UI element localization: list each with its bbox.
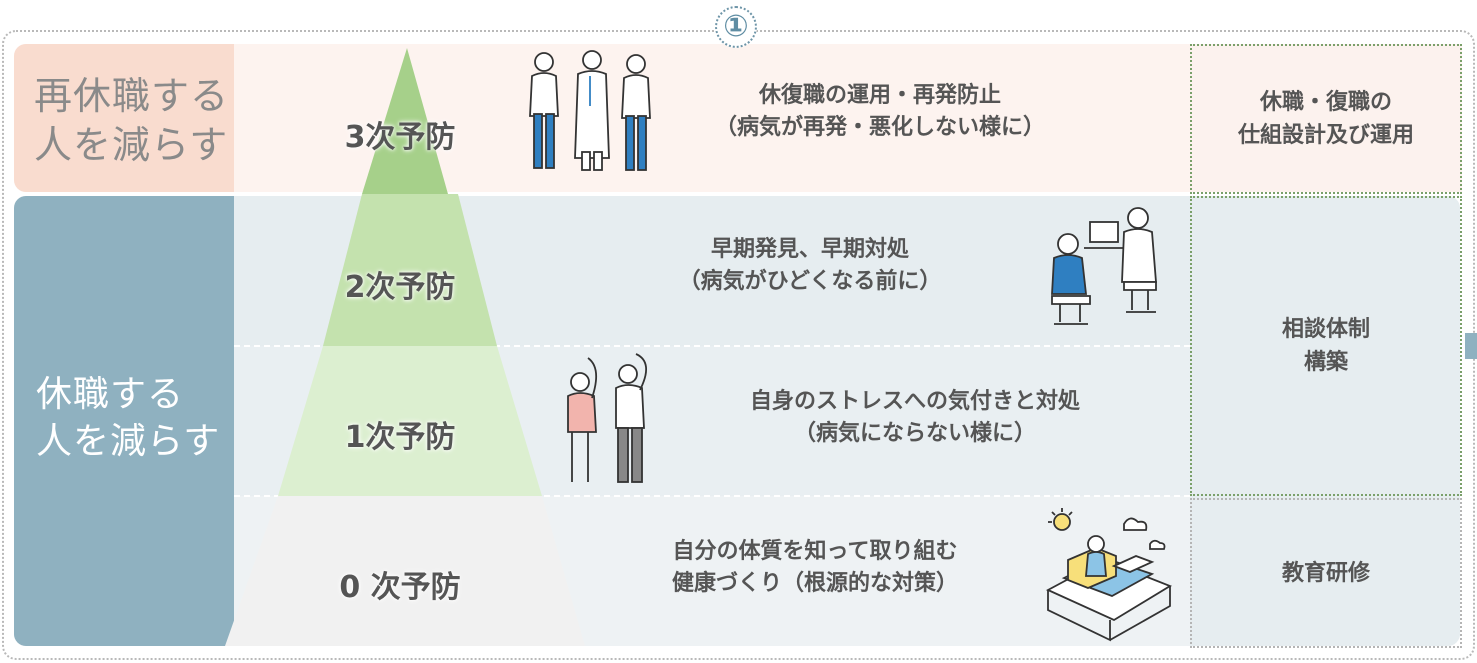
doctor-consultation-icon: [1051, 207, 1157, 325]
right-cell-training: 教育研修: [1190, 498, 1462, 648]
row-divider: [234, 345, 1190, 347]
relaxing-room-icon: [1045, 508, 1173, 642]
level-3-description: 休復職の運用・再発防止 （病気が再発・悪化しない様に）: [714, 83, 1045, 140]
level-1-label: 1次予防: [344, 420, 456, 455]
tertiary-section-label: 再休職する 人を減らす: [34, 74, 230, 168]
prevention-pyramid: [225, 48, 585, 646]
primary-section-label: 休職する 人を減らす: [36, 374, 221, 462]
right-top-bg: [1190, 44, 1462, 192]
side-tab: [1465, 333, 1477, 359]
row-divider: [234, 495, 1190, 497]
stretching-people-icon: [567, 353, 647, 483]
right-cell-return-to-work: 休職・復職の 仕組設計及び運用: [1190, 44, 1462, 194]
secondary-label-bg: [14, 196, 234, 646]
right-cell-consultation: 相談体制 構築: [1190, 196, 1462, 496]
level-0-description: 自分の体質を知って取り組む 健康づくり（根源的な対策）: [671, 539, 958, 596]
pyramid-level-0: [225, 496, 585, 646]
pyramid-level-1: [278, 346, 542, 496]
level-2-description: 早期発見、早期対処 （病気がひどくなる前に）: [678, 237, 942, 294]
pyramid-level-2: [323, 194, 497, 346]
level-1-description: 自身のストレスへの気付きと対処 （病気にならない様に）: [749, 389, 1080, 446]
level-2-label: 2次予防: [344, 270, 456, 305]
level-0-label: 0 次予防: [339, 570, 461, 605]
pyramid-level-3: [362, 48, 448, 194]
tertiary-label-bg: [14, 44, 234, 192]
step-number-badge: ①: [715, 6, 757, 48]
medical-staff-icon: [529, 50, 651, 171]
level-3-label: 3次予防: [344, 120, 456, 155]
